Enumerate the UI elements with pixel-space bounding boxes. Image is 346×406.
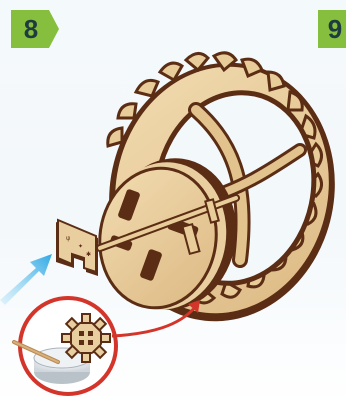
insert-arrow-icon (0, 254, 52, 305)
glue-callout-icon (14, 298, 116, 394)
svg-text:✦: ✦ (78, 243, 83, 250)
svg-text:✱: ✱ (86, 251, 91, 258)
step-8-number: 8 (11, 10, 57, 48)
key-plate-icon: ψ ✦ ✱ (56, 220, 98, 276)
step-8-badge: 8 (11, 10, 57, 48)
step-9-number: 9 (318, 10, 346, 48)
svg-text:ψ: ψ (66, 236, 70, 242)
step-9-badge: 9 (318, 10, 346, 48)
